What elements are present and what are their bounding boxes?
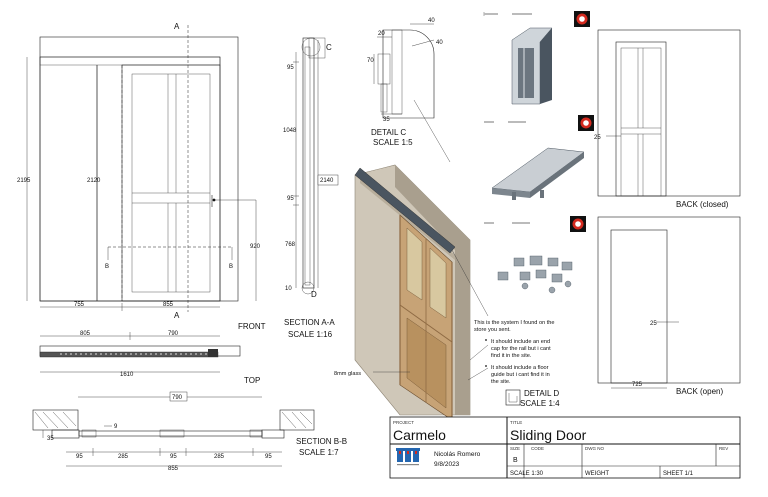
detail-c-scale: SCALE 1:5 xyxy=(373,138,413,147)
dim-top-right: 790 xyxy=(168,331,179,337)
back-closed-view: 25 BACK (closed) xyxy=(594,29,741,209)
product-panel-rail xyxy=(483,11,590,105)
title-caption: TITLE xyxy=(510,420,522,425)
detail-callout-c: C xyxy=(326,43,332,52)
detail-c-label: DETAIL C xyxy=(371,128,406,137)
dim-top-total: 1610 xyxy=(120,372,134,378)
dim-detail-c-70: 70 xyxy=(367,58,374,64)
note-main-line-1: This is the system I found on the xyxy=(474,320,555,326)
title-block: PROJECT Carmelo TITLE Sliding Door Nicol… xyxy=(389,416,741,479)
dim-section-bb-seg-1: 95 xyxy=(76,454,83,460)
notes-block: This is the system I found on the store … xyxy=(474,320,560,408)
dim-front-height-handle: 920 xyxy=(250,244,261,250)
code-caption: CODE xyxy=(531,446,544,451)
dim-front-width-right: 855 xyxy=(163,302,174,308)
detail-d-icon xyxy=(505,389,521,406)
brand-logo-icon xyxy=(578,115,594,131)
author-name: Nicolás Romero xyxy=(434,451,481,458)
detail-d-label: DETAIL D xyxy=(524,389,559,398)
dim-back-open-side: 25 xyxy=(650,321,657,327)
section-mark-a-top: A xyxy=(174,22,180,31)
section-mark-a-bottom: A xyxy=(174,311,180,320)
project-caption: PROJECT xyxy=(393,420,414,425)
note-bullet-1-line-1: It should include an end xyxy=(491,339,550,345)
dwg-caption: DWG NO xyxy=(585,446,604,451)
bullet-icon xyxy=(485,365,487,367)
section-mark-b-left: B xyxy=(105,264,109,270)
section-bb-scale: SCALE 1:7 xyxy=(299,448,339,457)
dim-detail-c-40b: 40 xyxy=(436,40,443,46)
size-caption: SIZE xyxy=(510,446,520,451)
back-open-view: 25 725 BACK (open) xyxy=(597,216,741,396)
rev-caption: REV xyxy=(719,446,728,451)
bullet-icon xyxy=(485,339,487,341)
dim-section-bb-top: 790 xyxy=(172,395,183,401)
detail-c: 20 40 40 70 35 DETAIL C SCALE 1:5 xyxy=(367,18,451,163)
dim-detail-c-40a: 40 xyxy=(428,18,435,24)
detail-d-scale: SCALE 1:4 xyxy=(520,399,560,408)
size-value: B xyxy=(513,457,518,464)
back-closed-label: BACK (closed) xyxy=(676,200,729,209)
top-view: 805 790 1610 TOP xyxy=(39,331,260,385)
sheet-value: SHEET 1/1 xyxy=(663,471,694,477)
project-name: Carmelo xyxy=(393,427,446,443)
dim-section-aa-lower: 768 xyxy=(285,242,296,248)
dim-section-bb-seg-5: 95 xyxy=(265,454,272,460)
product-panel-hardware xyxy=(484,216,586,294)
dim-section-aa-total: 2140 xyxy=(320,178,334,184)
door-3d-view: 8mm glass xyxy=(334,164,489,421)
view-label-top: TOP xyxy=(244,376,260,385)
brand-logo-icon xyxy=(574,11,590,27)
dim-section-bb-seg-4: 285 xyxy=(214,454,225,460)
weight-caption: WEIGHT xyxy=(585,471,609,477)
dim-section-aa-top: 95 xyxy=(287,65,294,71)
drawing-title: Sliding Door xyxy=(510,427,587,443)
note-bullet-2-line-3: the site. xyxy=(491,379,511,385)
scale-value: SCALE 1:30 xyxy=(510,471,544,477)
dim-front-width-left: 755 xyxy=(74,302,85,308)
section-aa-scale: SCALE 1:16 xyxy=(288,330,333,339)
note-bullet-2-line-1: It should include a floor xyxy=(491,365,549,371)
note-main-line-2: store you sent. xyxy=(474,327,511,333)
dim-section-bb-9: 9 xyxy=(114,424,118,430)
section-bb-label: SECTION B-B xyxy=(296,437,347,446)
note-bullet-2-line-2: guide but i cant find it in xyxy=(491,372,550,378)
back-open-label: BACK (open) xyxy=(676,387,723,396)
view-label-front: FRONT xyxy=(238,322,266,331)
dim-detail-c-35: 35 xyxy=(383,117,390,123)
section-aa-label: SECTION A-A xyxy=(284,318,335,327)
dim-section-bb-total: 855 xyxy=(168,466,179,472)
dim-section-aa-bottom: 10 xyxy=(285,286,292,292)
dim-section-bb-35: 35 xyxy=(47,436,54,442)
section-aa: 95 1048 95 768 10 2140 C D SECTION A-A S… xyxy=(283,37,339,339)
dim-front-height-total: 2195 xyxy=(17,178,31,184)
dim-section-aa-upper: 1048 xyxy=(283,128,297,134)
author-logo-icon xyxy=(396,448,420,466)
front-view: A A B B 2195 2120 920 755 855 FRONT xyxy=(17,22,266,331)
dim-front-height-opening: 2120 xyxy=(87,178,101,184)
brand-logo-icon xyxy=(570,216,586,232)
dim-section-bb-seg-2: 285 xyxy=(118,454,129,460)
detail-callout-d: D xyxy=(311,290,317,299)
hardware-parts xyxy=(497,255,573,294)
note-glass: 8mm glass xyxy=(334,371,361,377)
dim-section-bb-seg-3: 95 xyxy=(170,454,177,460)
dim-detail-c-20: 20 xyxy=(378,31,385,37)
dim-back-open-width: 725 xyxy=(632,382,643,388)
section-mark-b-right: B xyxy=(229,264,233,270)
note-bullet-1-line-3: find it in the site. xyxy=(491,353,532,359)
dim-back-closed: 25 xyxy=(594,135,601,141)
drawing-date: 9/8/2023 xyxy=(434,461,460,468)
section-bb: 790 9 35 95 285 95 285 95 855 SECTION B-… xyxy=(32,391,347,472)
note-bullet-1-line-2: cap for the rail but i cant xyxy=(491,346,551,352)
dim-section-aa-mid: 95 xyxy=(287,196,294,202)
product-panel-end-cap xyxy=(484,115,594,200)
dim-top-left: 805 xyxy=(80,331,91,337)
